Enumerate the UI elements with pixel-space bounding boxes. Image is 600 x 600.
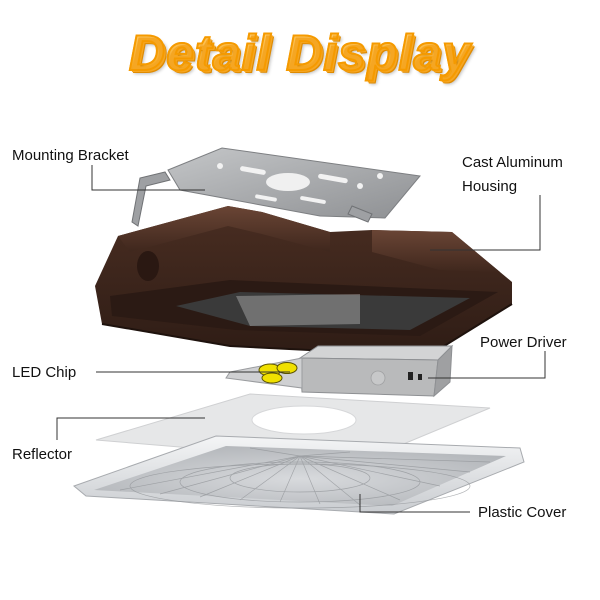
label-mounting-bracket: Mounting Bracket <box>12 147 129 164</box>
leader-power-driver <box>428 351 546 379</box>
leader-mounting-bracket <box>91 165 205 191</box>
label-led-chip: LED Chip <box>12 364 77 381</box>
label-cast-aluminum-line2: Housing <box>462 178 518 195</box>
label-plastic-cover: Plastic Cover <box>478 504 567 521</box>
mounting-bracket <box>131 147 421 227</box>
page-title: Detail Display <box>0 24 600 82</box>
leader-plastic-cover <box>359 494 470 513</box>
plastic-cover <box>73 435 525 515</box>
label-power-driver: Power Driver <box>480 334 567 351</box>
power-driver <box>298 344 454 398</box>
label-cast-aluminum-line1: Cast Aluminum <box>462 154 563 171</box>
led-chip <box>225 357 303 389</box>
label-reflector: Reflector <box>12 446 73 463</box>
leader-lines <box>56 165 546 513</box>
cast-aluminum-housing <box>95 206 513 358</box>
leader-reflector <box>56 417 205 440</box>
leader-cast-aluminum-housing <box>430 195 541 251</box>
